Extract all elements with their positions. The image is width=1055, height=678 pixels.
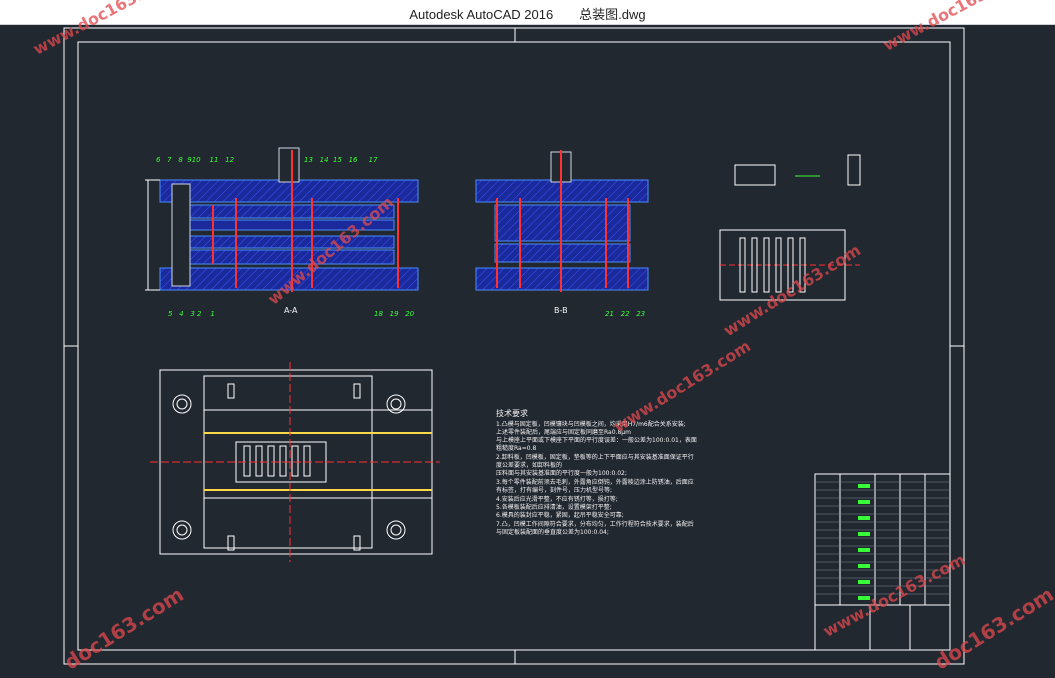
tech-line: 与上模座上平面或下模座下平面的平行度误差：一般公差为100:0.01，表面 [496,437,697,444]
tech-line: 有标签，打有编号，刻件号，压力机型号等; [496,487,613,494]
tech-line: 6.模具的装封应平稳，紧固，起吊平稳安全可靠; [496,512,624,519]
tech-line: 7.凸，凹模工作间隙符合要求，分布均匀，工作行程符合技术要求，装配后 [496,521,694,528]
cad-drawing: A-A B-B [63,27,965,665]
strip-layout [719,154,861,301]
window-titlebar: Autodesk AutoCAD 2016 总装图.dwg [0,0,1055,25]
part-number-group-top-mid: 13 14 15 16 17 [304,156,378,164]
section-view-b [475,150,649,292]
parts-list-fills [858,484,870,600]
part-number-group-top-left: 6 7 8 910 11 12 [156,156,235,164]
tech-line: 压料面与其安装基准面的平行度一般为100:0.02; [496,470,627,477]
part-number-group-bottom-right: 18 19 20 [374,310,415,318]
section-a-label: A-A [284,306,298,315]
tech-requirements-title: 技术要求 [496,409,528,418]
tech-line: 粗糙度Ra=0.8 [496,445,537,452]
tech-line: 4.安装后应光滑平整，不应有锈打等，损打等; [496,496,618,503]
drawing-frame [63,27,965,665]
window-title: Autodesk AutoCAD 2016 总装图.dwg [409,7,646,22]
tech-line: 2.卸料板，凹模板，固定板，垫板等的上下平面应与其安装基准面保证平行 [496,454,694,461]
tech-line: 上述零件装配后，尾端应与固定板同磨至Ra0.8μm [496,429,631,436]
part-number-group-b: 21 22 23 [605,310,646,318]
section-view-a [145,147,419,292]
plan-view [150,362,440,562]
section-b-label: B-B [554,306,568,315]
part-number-group-bottom-left: 5 4 3 2 1 [168,310,215,318]
tech-line: 5.各模板装配后应排清油，设置模架打平整; [496,504,612,511]
tech-line: 度公差要求，如卸料板的 [496,462,563,469]
tech-line: 3.每个零件装配前须去毛刺，外露角应倒钝，外露棱边涂上防锈油，后面应 [496,479,694,486]
parts-list-rows [815,481,950,595]
tech-line: 与固定板装配面的垂直度公差为100:0.04; [496,529,609,536]
tech-line: 1.凸模与固定板，凹模镶块与凹模板之间，均采用H7/m6配合关系安装; [496,421,686,428]
